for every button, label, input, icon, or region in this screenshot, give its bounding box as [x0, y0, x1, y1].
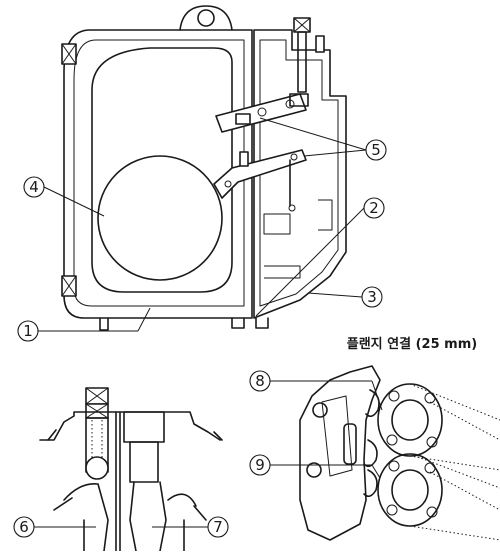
- callout-7-label: 7: [213, 518, 223, 536]
- flange-body-edge: [299, 365, 381, 541]
- callout-5-label: 5: [371, 141, 381, 159]
- flange-slot: [321, 395, 353, 477]
- vent-knob: [315, 35, 325, 53]
- callout-3-label: 3: [367, 288, 377, 306]
- callout-4: 4: [23, 176, 105, 217]
- callout-9: 9: [249, 454, 381, 479]
- foot-mid: [231, 317, 245, 329]
- lever-spring: [235, 113, 251, 125]
- float-ball: [97, 155, 223, 281]
- callout-1-label: 1: [23, 322, 33, 340]
- section-view: [39, 387, 223, 552]
- vent-stem: [297, 31, 307, 93]
- callout-8-label: 8: [255, 372, 265, 390]
- callout-5: 5: [259, 117, 387, 161]
- lifting-eye: [179, 5, 233, 31]
- valve-lever: [215, 93, 307, 133]
- callout-2: 2: [255, 197, 385, 317]
- float-chamber: [91, 47, 233, 293]
- sight-window: [343, 423, 357, 465]
- float-lever: [213, 149, 307, 199]
- section-ball: [85, 456, 109, 480]
- callout-9-label: 9: [255, 456, 265, 474]
- flange-view: [299, 365, 500, 541]
- callout-6: 6: [13, 516, 96, 538]
- cover-plate: [253, 29, 347, 319]
- section-cover-line: [39, 411, 221, 441]
- callout-7: 7: [152, 516, 229, 538]
- foot-right: [255, 317, 269, 329]
- lower-flange: [377, 453, 500, 541]
- callout-3: 3: [307, 286, 383, 308]
- main-trap-body: [61, 5, 347, 331]
- callout-8: 8: [249, 370, 383, 411]
- upper-flange: [377, 383, 500, 471]
- lever-bracket: [289, 93, 309, 107]
- foot-left: [99, 317, 109, 331]
- lifting-eye-hole: [197, 9, 215, 27]
- callout-6-label: 6: [19, 518, 29, 536]
- callout-1: 1: [17, 307, 151, 342]
- flange-title: 플랜지 연결 (25 mm): [347, 336, 477, 352]
- cover-inner: [259, 39, 339, 307]
- stop-pin: [239, 151, 249, 167]
- callout-4-label: 4: [29, 178, 39, 196]
- callout-2-label: 2: [369, 199, 379, 217]
